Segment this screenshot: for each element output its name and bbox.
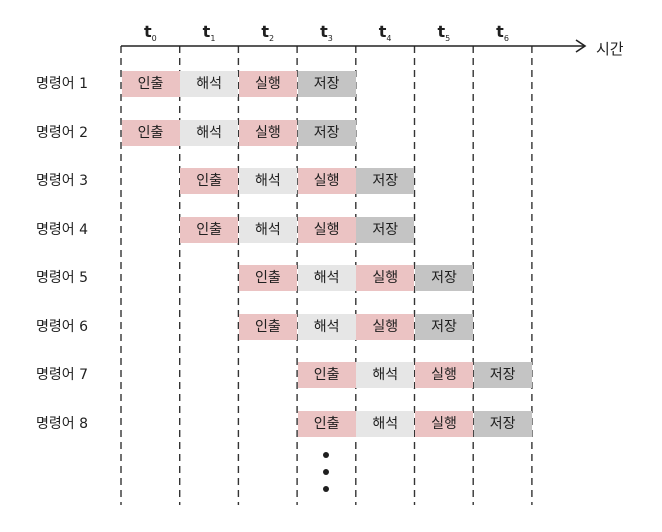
stage-cell: 저장: [473, 410, 532, 437]
stage-cell: 실행: [297, 216, 356, 243]
stage-cell: 저장: [356, 216, 415, 243]
stage-cell: 인출: [238, 313, 297, 340]
tick-subscript: 5: [445, 34, 451, 44]
stage-cell: 저장: [415, 313, 473, 340]
instruction-label: 명령어 1: [36, 76, 88, 92]
tick-subscript: 0: [151, 34, 157, 44]
instruction-label: 명령어 7: [36, 367, 88, 383]
tick-label-0: t0: [130, 22, 170, 43]
stage-cell: 실행: [356, 313, 415, 340]
instruction-label: 명령어 6: [36, 318, 88, 335]
stage-cell: 인출: [121, 119, 180, 146]
tick-subscript: 6: [503, 34, 509, 44]
stage-cell: 해석: [180, 119, 239, 146]
stage-cell: 인출: [180, 168, 239, 194]
tick-label-4: t4: [365, 22, 405, 43]
tick-name: t: [143, 22, 152, 41]
stage-cell: 해석: [297, 313, 356, 340]
instruction-label: 명령어 8: [36, 415, 88, 432]
stage-cell: 실행: [356, 265, 415, 291]
stage-cell: 해석: [238, 168, 297, 194]
instruction-label: 명령어 5: [36, 270, 88, 286]
instruction-label: 명령어 4: [36, 221, 88, 238]
stage-cell: 해석: [180, 71, 239, 97]
stage-cell: 실행: [238, 71, 297, 97]
ellipsis-dot: [323, 452, 330, 458]
tick-name: t: [378, 22, 387, 41]
tick-label-3: t3: [306, 22, 346, 43]
tick-label-6: t6: [483, 22, 523, 43]
stage-cell: 해석: [238, 216, 297, 243]
stage-cell: 실행: [297, 168, 356, 194]
stage-cell: 해석: [297, 265, 356, 291]
stage-cell: 인출: [180, 216, 239, 243]
stage-cell: 저장: [297, 119, 356, 146]
tick-label-2: t2: [248, 22, 288, 43]
ellipsis-dot: [323, 486, 330, 492]
tick-label-1: t1: [189, 22, 229, 43]
stage-cell: 실행: [415, 410, 473, 437]
tick-label-5: t5: [424, 22, 464, 43]
stage-cell: 저장: [473, 362, 532, 388]
stage-cell: 실행: [415, 362, 473, 388]
stage-cell: 해석: [356, 362, 415, 388]
instruction-label: 명령어 2: [36, 124, 88, 141]
tick-name: t: [202, 22, 211, 41]
stage-cell: 인출: [121, 71, 180, 97]
tick-subscript: 2: [269, 34, 275, 44]
tick-subscript: 3: [327, 34, 333, 44]
tick-name: t: [496, 22, 504, 41]
time-axis-label: 시간: [596, 40, 624, 58]
tick-subscript: 1: [210, 34, 216, 44]
tick-subscript: 4: [386, 34, 392, 44]
stage-cell: 저장: [297, 71, 356, 97]
stage-cell: 저장: [356, 168, 415, 194]
tick-name: t: [261, 22, 270, 41]
stage-cell: 저장: [415, 265, 473, 291]
stage-cell: 인출: [238, 265, 297, 291]
stage-cell: 실행: [238, 119, 297, 146]
tick-name: t: [437, 22, 446, 41]
stage-cell: 인출: [297, 410, 356, 437]
tick-name: t: [320, 22, 328, 41]
time-axis-arrow-icon: [575, 39, 587, 53]
ellipsis-dot: [323, 469, 330, 475]
instruction-label: 명령어 3: [36, 173, 88, 189]
stage-cell: 인출: [297, 362, 356, 388]
stage-cell: 해석: [356, 410, 415, 437]
